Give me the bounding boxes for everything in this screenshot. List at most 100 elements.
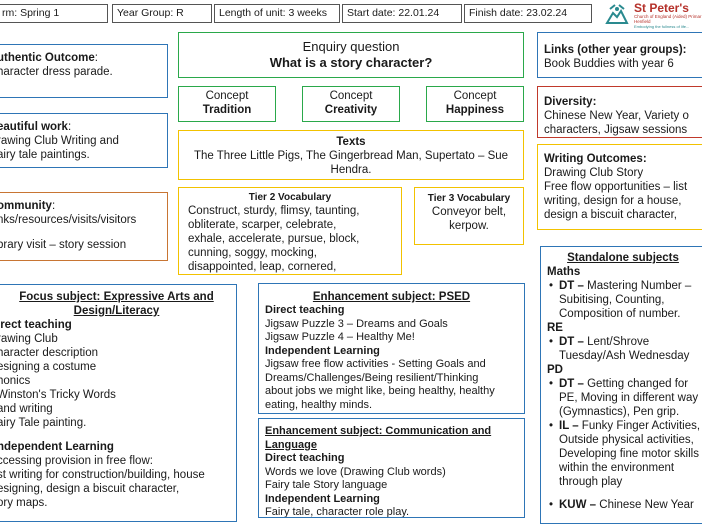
psed-direct-heading: Direct teaching — [265, 304, 345, 316]
list-item: ccessing provision in free flow: — [0, 455, 153, 467]
authentic-outcome-heading: uthentic Outcome: — [0, 52, 98, 64]
list-item: DT – Mastering Number –Subitising, Count… — [547, 279, 702, 321]
diversity-title: Diversity: — [544, 96, 597, 108]
re-heading: RE — [547, 322, 563, 334]
maths-list: DT – Mastering Number –Subitising, Count… — [547, 279, 702, 321]
communication-title-line-2: Language — [265, 438, 317, 451]
standalone-subjects-box: Standalone subjects Maths DT – Mastering… — [540, 246, 702, 524]
year-group-cell: Year Group: R — [112, 4, 212, 23]
school-crest-icon — [605, 4, 629, 24]
concept-label: Concept — [205, 90, 249, 102]
communication-independent-heading: Independent Learning — [265, 492, 380, 505]
focus-title-line-2: Design/Literacy — [73, 305, 160, 317]
community-line-1: nks/resources/visits/visitors — [0, 214, 137, 226]
enquiry-question-box: Enquiry question What is a story charact… — [178, 32, 524, 78]
standalone-title: Standalone subjects — [567, 252, 679, 264]
logo-subtitle-1: Church of England (Aided) Primar — [634, 14, 702, 19]
tier3-vocabulary-box: Tier 3 Vocabulary Conveyor belt, kerpow. — [414, 187, 524, 245]
concept-name: Tradition — [202, 104, 252, 116]
tier2-line: cunning, soggy, mocking, — [188, 247, 317, 259]
focus-title-line-1: Focus subject: Expressive Arts and — [19, 291, 214, 303]
maths-heading: Maths — [547, 266, 581, 278]
list-item: rawing Club — [0, 333, 58, 345]
texts-title: Texts — [336, 136, 366, 148]
psed-line: Dreams/Challenges/Being resilient/Thinki… — [265, 371, 479, 384]
writing-outcome-line: Drawing Club Story — [544, 167, 644, 179]
beautiful-work-heading: eautiful work: — [0, 121, 72, 133]
list-item: Words we love (Drawing Club words) — [265, 465, 446, 478]
community-heading: ommunity: — [0, 200, 56, 212]
writing-outcome-line: Free flow opportunities – list — [544, 181, 688, 193]
writing-outcomes-title: Writing Outcomes: — [544, 153, 647, 165]
enquiry-question: What is a story character? — [269, 55, 433, 70]
texts-line-2: Hendra. — [330, 164, 372, 176]
texts-box: Texts The Three Little Pigs, The Gingerb… — [178, 130, 524, 180]
psed-independent-heading: Independent Learning — [265, 344, 380, 357]
enquiry-label: Enquiry question — [302, 39, 400, 54]
writing-outcome-line: writing, design for a house, — [544, 195, 682, 207]
start-date-cell: Start date: 22.01.24 — [342, 4, 462, 23]
term-cell: rm: Spring 1 — [0, 4, 108, 23]
logo-subtitle-3: Embodying the fullness of life... — [634, 24, 690, 29]
unit-length-cell: Length of unit: 3 weeks — [214, 4, 340, 23]
list-item: Jigsaw Puzzle 3 – Dreams and Goals — [265, 317, 448, 330]
communication-direct-heading: Direct teaching — [265, 452, 345, 464]
tier3-line-2: kerpow. — [449, 220, 489, 232]
diversity-line-1: Chinese New Year, Variety o — [544, 110, 689, 122]
tier2-line: disappointed, leap, cornered, — [188, 261, 337, 273]
psed-line: about jobs we might like, being healthy,… — [265, 385, 495, 397]
finish-date-cell: Finish date: 23.02.24 — [464, 4, 592, 23]
concept-label: Concept — [453, 90, 497, 102]
kuw-list: KUW – Chinese New Year — [547, 498, 702, 512]
tier2-line: exhale, accelerate, pursue, block, — [188, 233, 360, 245]
list-item: KUW – Chinese New Year — [547, 498, 702, 512]
logo-subtitle-2: Henfield — [634, 19, 651, 24]
psed-box: Enhancement subject: PSED Direct teachin… — [258, 283, 525, 414]
concept-label: Concept — [329, 90, 373, 102]
list-item: st writing for construction/building, ho… — [0, 469, 205, 481]
writing-outcomes-box: Writing Outcomes: Drawing Club Story Fre… — [537, 144, 702, 230]
list-item: IL – Funky Finger Activities,Outside phy… — [547, 419, 702, 489]
beautiful-work-line-1: rawing Club Writing and — [0, 135, 119, 147]
links-box: Links (other year groups): Book Buddies … — [537, 32, 702, 78]
concept-name: Happiness — [445, 104, 505, 116]
communication-title-line-1: Enhancement subject: Communication and — [265, 425, 492, 437]
links-title: Links (other year groups): — [544, 44, 687, 56]
list-item: airy Tale painting. — [0, 417, 87, 429]
focus-independent-heading: ndependent Learning — [0, 441, 114, 453]
list-item: esigning, design a biscuit character, — [0, 483, 180, 495]
list-item: Fairy tale Story language — [265, 479, 388, 491]
diversity-line-2: characters, Jigsaw sessions — [544, 124, 688, 136]
focus-direct-heading: irect teaching — [0, 319, 72, 331]
psed-line: eating, healthy minds. — [265, 398, 373, 411]
communication-box: Enhancement subject: Communication and L… — [258, 418, 525, 518]
authentic-outcome-text: haracter dress parade. — [0, 66, 113, 78]
tier2-vocabulary-box: Tier 2 Vocabulary Construct, sturdy, fli… — [178, 187, 402, 275]
community-box: ommunity: nks/resources/visits/visitors … — [0, 192, 168, 261]
school-logo: St Peter's Church of England (Aided) Pri… — [604, 1, 702, 31]
concept-creativity-box: Concept Creativity — [302, 86, 400, 122]
concept-tradition-box: Concept Tradition — [178, 86, 276, 122]
beautiful-work-box: eautiful work: rawing Club Writing and a… — [0, 113, 168, 168]
focus-subject-box: Focus subject: Expressive Arts and Desig… — [0, 284, 237, 522]
authentic-outcome-box: uthentic Outcome: haracter dress parade. — [0, 44, 168, 98]
pd-heading: PD — [547, 364, 563, 376]
concept-happiness-box: Concept Happiness — [426, 86, 524, 122]
tier3-line-1: Conveyor belt, — [431, 206, 507, 218]
tier2-line: obliterate, scarper, celebrate, — [188, 219, 337, 231]
texts-line-1: The Three Little Pigs, The Gingerbread M… — [193, 150, 509, 162]
list-item: and writing — [0, 403, 53, 415]
list-item: ory maps. — [0, 497, 48, 509]
tier2-line: Construct, sturdy, flimsy, taunting, — [188, 205, 360, 217]
list-item: haracter description — [0, 347, 98, 359]
diversity-box: Diversity: Chinese New Year, Variety o c… — [537, 86, 702, 138]
list-item: Jigsaw Puzzle 4 – Healthy Me! — [265, 331, 415, 343]
tier3-title: Tier 3 Vocabulary — [427, 193, 511, 204]
community-line-2: brary visit – story session — [0, 239, 127, 251]
tier2-title: Tier 2 Vocabulary — [248, 192, 332, 203]
list-item: Winston's Tricky Words — [0, 389, 116, 401]
